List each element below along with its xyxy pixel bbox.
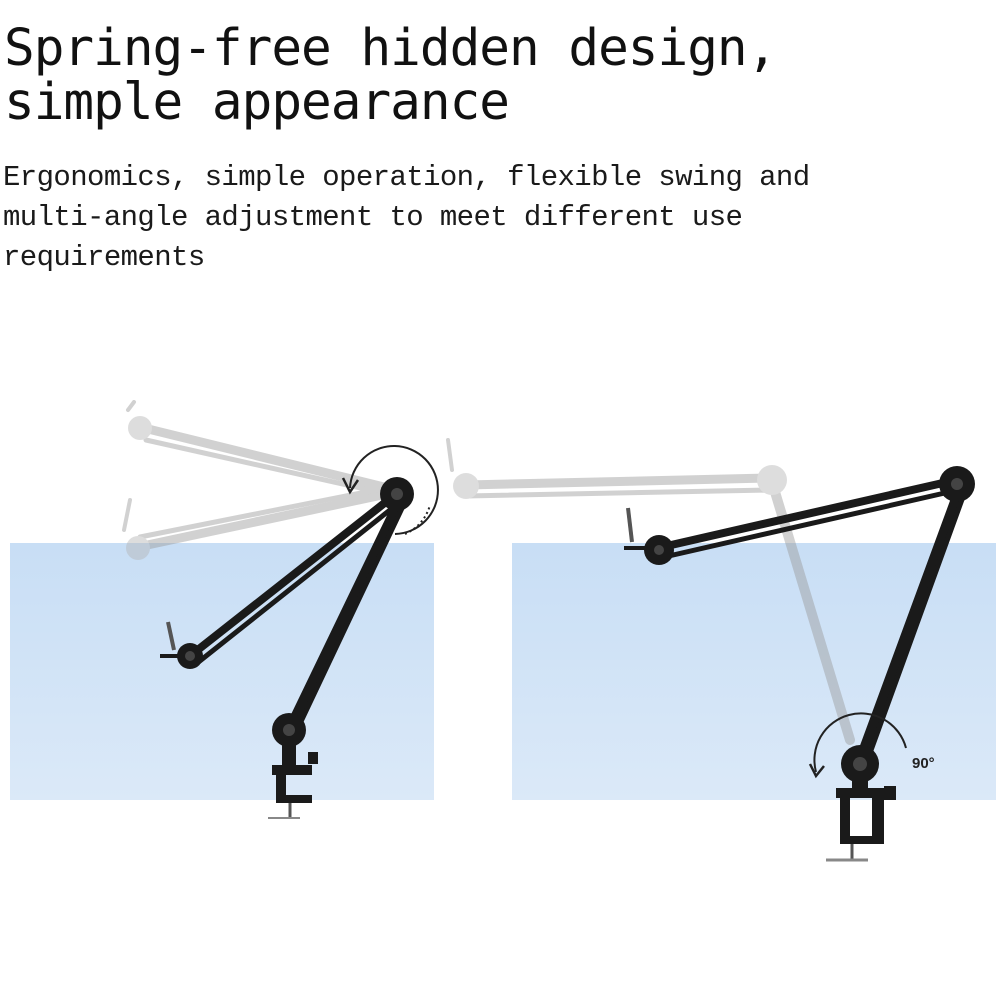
left-ghost-arms [122,400,401,560]
right-rotation-indicator [808,712,907,779]
left-main-arm [186,490,407,735]
headline-line-2: simple appearance [4,73,510,132]
left-scene [10,400,439,819]
description-line-1: Ergonomics, simple operation, flexible s… [3,161,810,194]
description-line-2: multi-angle adjustment to meet different… [3,201,743,234]
left-desk-clamp [268,745,318,819]
angle-label: 90° [912,755,935,772]
description-line-3: requirements [3,241,205,274]
headline-line-1: Spring-free hidden design, [4,19,777,78]
right-ghost-arm [446,438,855,745]
headline: Spring-free hidden design, simple appear… [4,22,984,130]
left-rotation-indicator [341,445,439,535]
left-desk-panel [10,543,434,800]
description: Ergonomics, simple operation, flexible s… [3,158,993,278]
right-scene: 90° [446,438,996,862]
right-desk-clamp [826,780,896,862]
right-desk-panel [512,543,996,800]
